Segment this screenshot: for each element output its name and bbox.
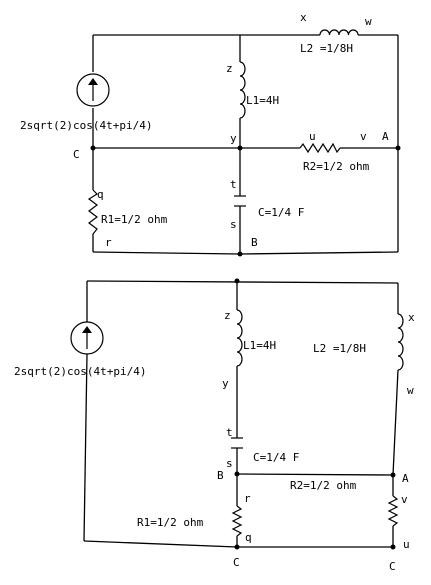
node-w-label: w bbox=[407, 384, 414, 397]
circuit-diagram-2: 2sqrt(2)cos(4t+pi/4) L1=4H L2 =1/8H C=1/… bbox=[14, 278, 415, 573]
inductor-L1-icon bbox=[236, 309, 243, 367]
node-q-label: q bbox=[245, 531, 252, 544]
node-C-right-label: C bbox=[389, 560, 396, 573]
node-u-label: u bbox=[403, 538, 410, 551]
current-source-icon bbox=[76, 73, 110, 107]
node-A-label: A bbox=[382, 130, 389, 143]
inductor-L1-icon bbox=[239, 61, 246, 119]
node-r-label: r bbox=[105, 236, 112, 249]
node-B-label: B bbox=[217, 469, 224, 482]
R2-label: R2=1/2 ohm bbox=[290, 479, 357, 492]
junction-dots bbox=[90, 145, 401, 257]
node-t-label: t bbox=[226, 426, 233, 439]
source-label: 2sqrt(2)cos(4t+pi/4) bbox=[20, 119, 152, 132]
capacitor-icon bbox=[234, 195, 246, 207]
node-C-label: C bbox=[73, 148, 80, 161]
node-q-label: q bbox=[97, 188, 104, 201]
source-label: 2sqrt(2)cos(4t+pi/4) bbox=[14, 365, 146, 378]
circuit-diagram-1: 2sqrt(2)cos(4t+pi/4) L2 =1/8H L1=4H R2=1… bbox=[20, 11, 401, 257]
R1-label: R1=1/2 ohm bbox=[137, 516, 204, 529]
current-source-icon bbox=[70, 321, 104, 355]
inductor-L2-icon bbox=[397, 313, 404, 371]
resistor-R1-icon bbox=[231, 505, 243, 537]
node-z-label: z bbox=[226, 62, 233, 75]
node-v-label: v bbox=[360, 130, 367, 143]
inductor-L2-icon bbox=[319, 29, 359, 36]
wires bbox=[92, 34, 399, 255]
capacitor-icon bbox=[231, 437, 243, 449]
node-y-label: y bbox=[222, 377, 229, 390]
node-A-label: A bbox=[402, 472, 409, 485]
node-s-label: s bbox=[230, 218, 237, 231]
L2-label: L2 =1/8H bbox=[313, 342, 366, 355]
L1-label: L1=4H bbox=[243, 339, 276, 352]
R2-label: R2=1/2 ohm bbox=[303, 160, 370, 173]
R1-label: R1=1/2 ohm bbox=[101, 213, 168, 226]
L1-label: L1=4H bbox=[246, 94, 279, 107]
L2-label: L2 =1/8H bbox=[300, 42, 353, 55]
node-t-label: t bbox=[230, 178, 237, 191]
node-r-label: r bbox=[244, 492, 251, 505]
C-label: C=1/4 F bbox=[258, 206, 304, 219]
resistor-R2-icon bbox=[387, 495, 399, 527]
node-v-label: v bbox=[401, 493, 408, 506]
node-B-label: B bbox=[251, 236, 258, 249]
C-label: C=1/4 F bbox=[253, 451, 299, 464]
resistor-R2-icon bbox=[299, 142, 341, 154]
node-w-label: w bbox=[365, 15, 372, 28]
node-x-label: x bbox=[300, 11, 307, 24]
node-s-label: s bbox=[226, 457, 233, 470]
resistor-R1-icon bbox=[87, 189, 98, 235]
node-z-label: z bbox=[224, 309, 231, 322]
node-y-label: y bbox=[230, 132, 237, 145]
junction-dots bbox=[234, 278, 396, 550]
node-x-label: x bbox=[408, 311, 415, 324]
node-u-label: u bbox=[309, 130, 316, 143]
wires bbox=[83, 280, 399, 548]
node-C-left-label: C bbox=[233, 556, 240, 569]
